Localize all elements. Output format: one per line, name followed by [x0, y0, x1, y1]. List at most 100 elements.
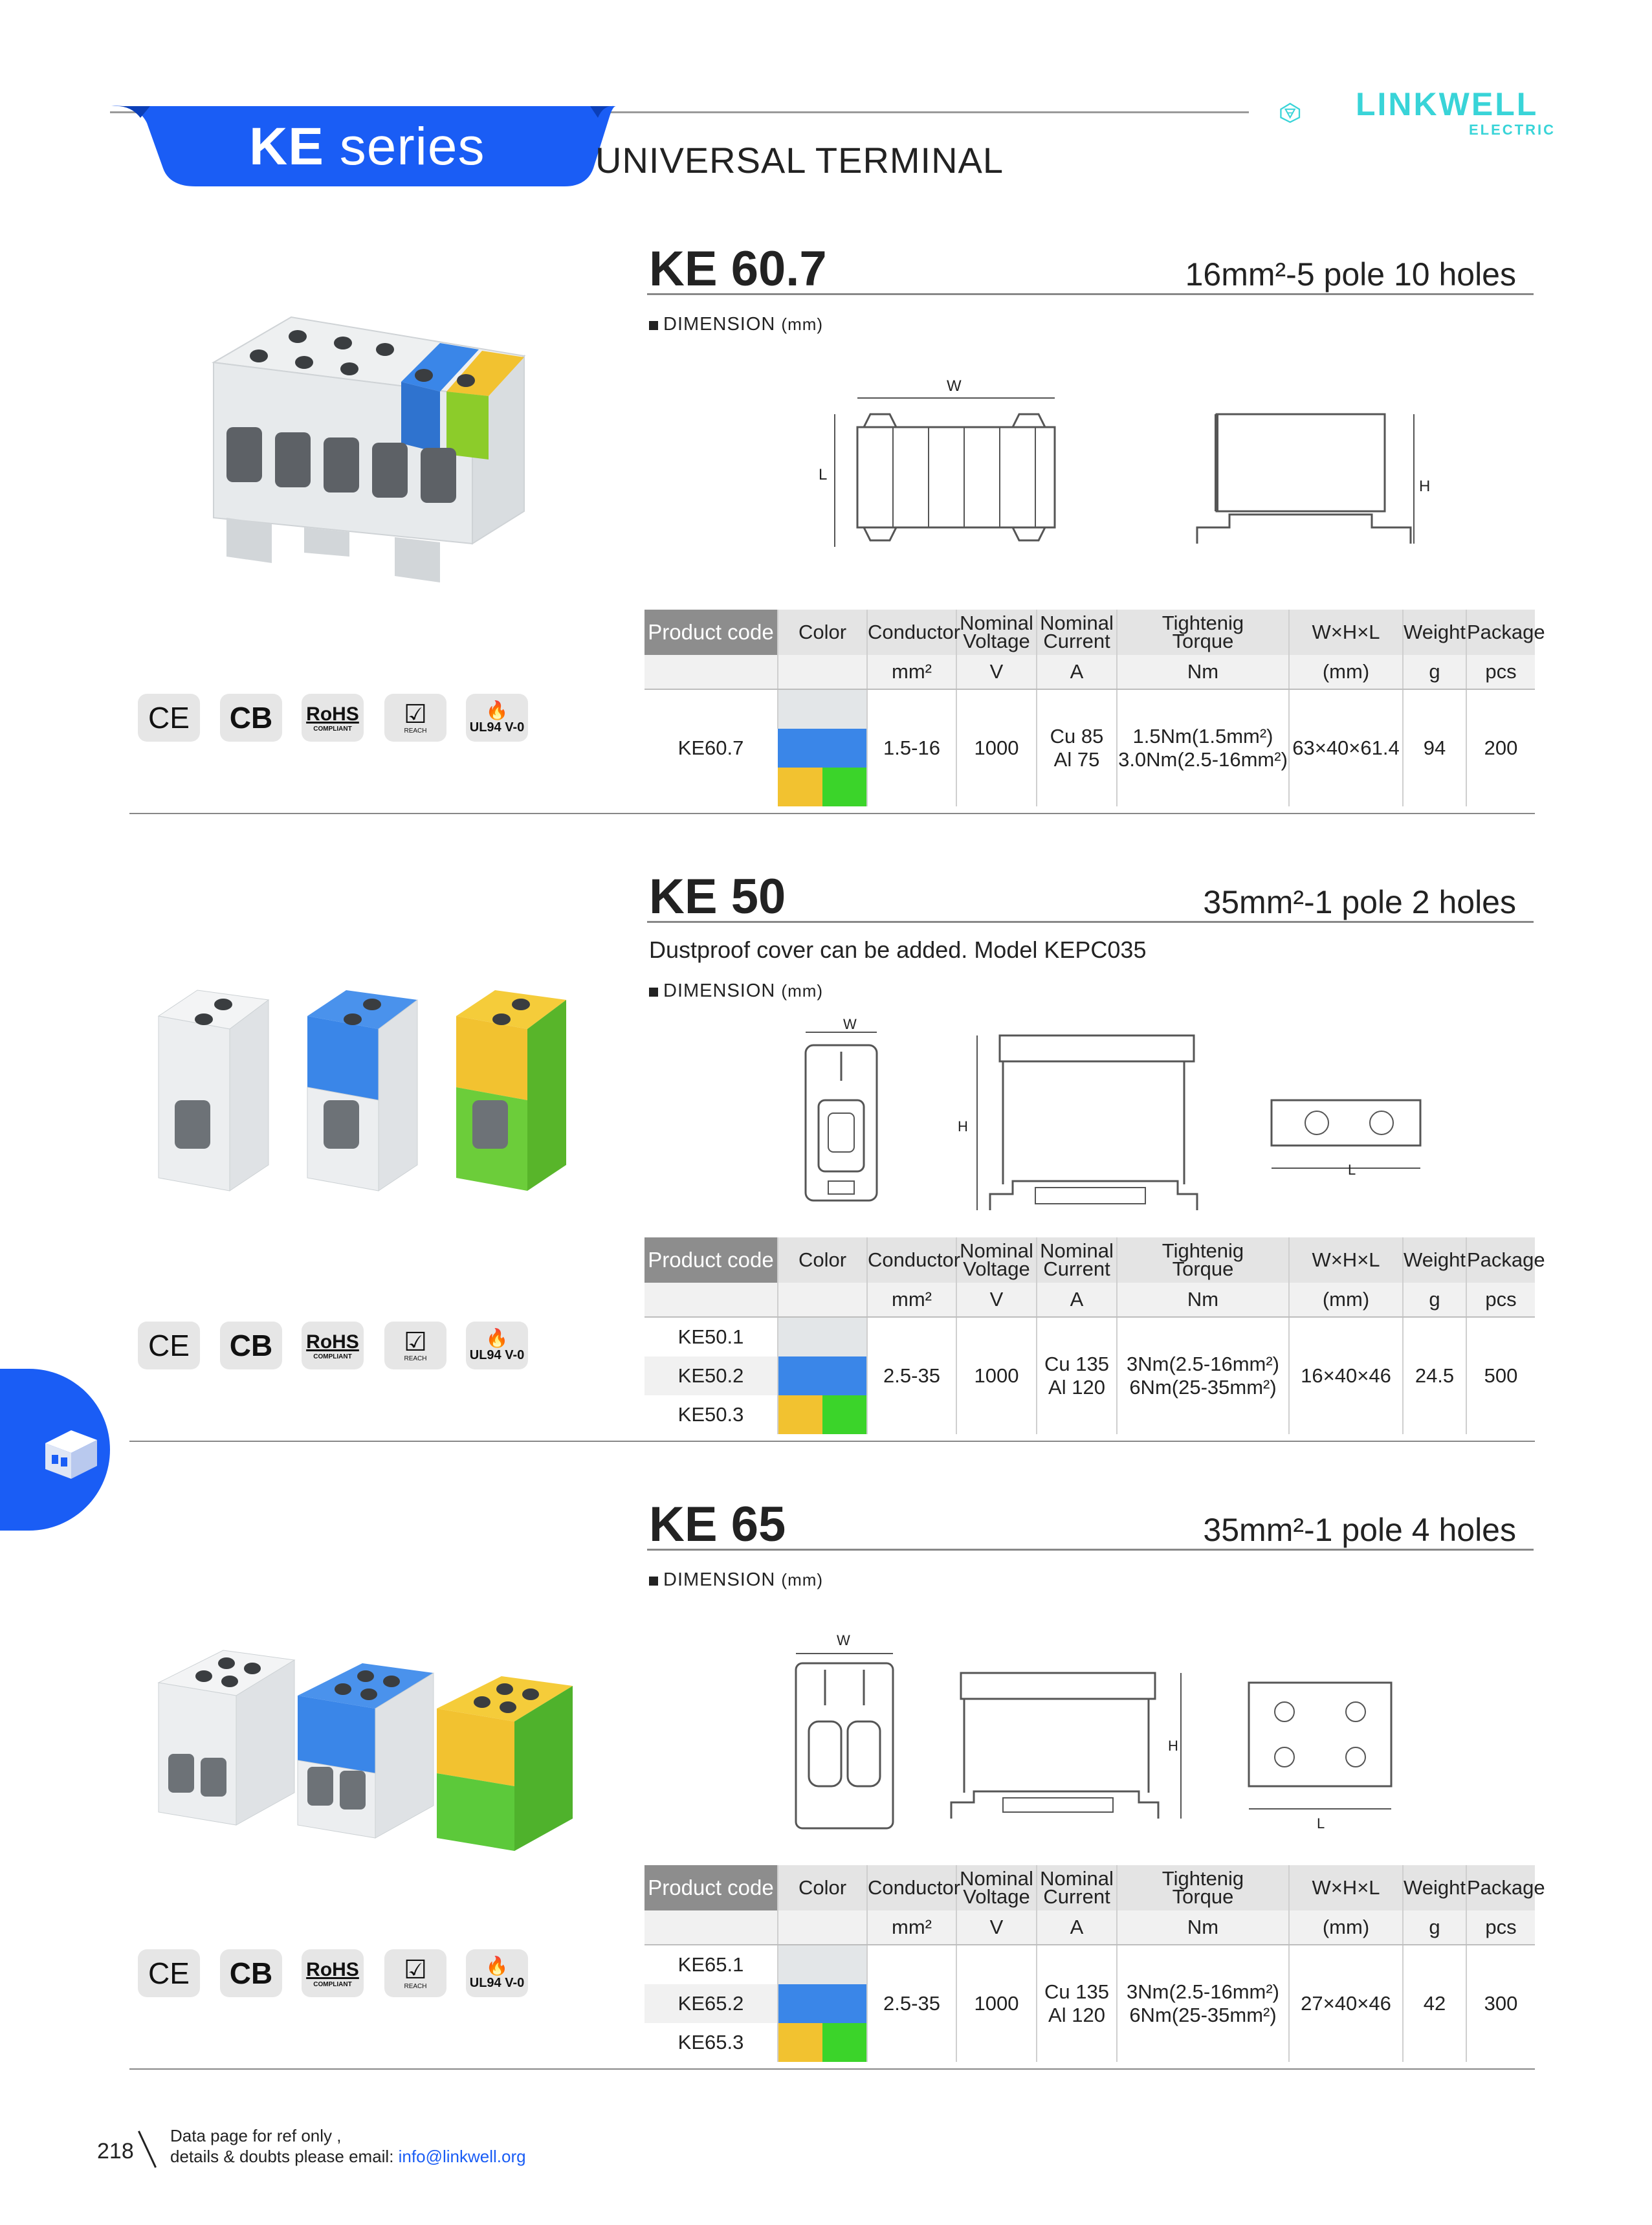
ke50-product-photo [157, 990, 566, 1191]
footer-note: Data page for ref only , details & doubt… [170, 2126, 526, 2166]
unit-voltage: V [956, 1910, 1037, 1945]
ce-badge: CE [138, 1322, 200, 1369]
ce-badge: CE [138, 694, 200, 742]
conductor-cell: 2.5-35 [866, 1317, 956, 1434]
torque-cell: 1.5Nm(1.5mm²)3.0Nm(2.5-16mm²) [1116, 689, 1289, 806]
unit-conductor: mm² [866, 1283, 956, 1318]
bullet-square-icon [649, 988, 658, 997]
product-code-cell: KE65.1 [677, 1953, 744, 1976]
footer-divider [138, 2131, 157, 2168]
color-swatch-yellow-green [778, 768, 867, 806]
ke607-spec: 16mm²-5 pole 10 holes [1185, 256, 1516, 293]
brand-name: LINKWELL [1356, 86, 1539, 122]
unit-dims: (mm) [1288, 1283, 1403, 1318]
unit-current: A [1036, 655, 1117, 690]
bullet-square-icon [649, 1577, 658, 1586]
flame-icon: 🔥 [485, 1955, 509, 1976]
ke50-label-h: H [958, 1118, 968, 1135]
header-package: Package [1466, 1237, 1545, 1283]
ke50-dimension-drawing-top [1270, 1099, 1422, 1169]
unit-torque: Nm [1116, 655, 1289, 690]
ul94-badge: 🔥UL94 V-0 [466, 1949, 528, 1997]
color-swatch-grey [777, 689, 867, 729]
cb-badge: CB [220, 694, 282, 742]
series-title: KE series [249, 117, 485, 176]
header-package: Package [1466, 1865, 1545, 1910]
ke50-label-l: L [1348, 1162, 1356, 1178]
page-number: 218 [97, 2139, 134, 2164]
ke65-label-l: L [1317, 1815, 1325, 1832]
conductor-cell: 1.5-16 [866, 689, 956, 806]
unit-current: A [1036, 1910, 1117, 1945]
series-tab [111, 105, 616, 186]
unit-weight: g [1402, 1910, 1466, 1945]
dims-cell: 16×40×46 [1288, 1317, 1403, 1434]
ke65-dimension-drawing-front [795, 1653, 894, 1830]
unit-voltage: V [956, 1283, 1037, 1318]
unit-torque: Nm [1116, 1910, 1289, 1945]
product-code-cell: KE60.7 [677, 736, 744, 759]
header-color: Color [777, 610, 867, 655]
header-conductor: Conductor [866, 1865, 960, 1910]
voltage-cell: 1000 [956, 1317, 1037, 1434]
ke50-spec: 35mm²-1 pole 2 holes [1203, 884, 1516, 920]
ke607-product-photo [211, 316, 526, 582]
unit-conductor: mm² [866, 655, 956, 690]
header-conductor: Conductor [866, 1237, 960, 1283]
page-subtitle: UNIVERSAL TERMINAL [595, 140, 1004, 181]
ke65-label-h: H [1168, 1738, 1178, 1754]
reach-badge: ☑REACH [384, 694, 446, 742]
ke607-model-title: KE 60.7 [649, 241, 827, 296]
check-icon: ☑ [404, 1327, 427, 1356]
color-swatch-grey [777, 1317, 867, 1356]
color-swatch-blue [777, 1356, 867, 1395]
package-cell: 500 [1466, 1317, 1535, 1434]
ke607-title-rule [647, 293, 1534, 295]
product-code-cell: KE50.3 [677, 1403, 744, 1426]
weight-cell: 24.5 [1402, 1317, 1466, 1434]
ke65-label-w: W [837, 1632, 850, 1648]
voltage-cell: 1000 [956, 1945, 1037, 2062]
table-row: KE50.2 [644, 1356, 1535, 1395]
ke65-dimension-drawing-top [1248, 1681, 1393, 1810]
header-conductor: Conductor [866, 610, 960, 655]
ke65-spec: 35mm²-1 pole 4 holes [1203, 1512, 1516, 1548]
header-product-code: Product code [644, 610, 778, 655]
unit-conductor: mm² [866, 1910, 956, 1945]
color-swatch-grey [777, 1945, 867, 1984]
brand-subtitle: ELECTRIC [1469, 122, 1556, 138]
header-weight: Weight [1402, 610, 1466, 655]
reach-badge: ☑REACH [384, 1322, 446, 1369]
unit-weight: g [1402, 655, 1466, 690]
ke607-bottom-rule [129, 813, 1535, 814]
unit-voltage: V [956, 655, 1037, 690]
check-icon: ☑ [404, 1955, 427, 1984]
product-code-cell: KE65.2 [644, 1984, 778, 2023]
check-icon: ☑ [404, 700, 427, 729]
ke65-model-title: KE 65 [649, 1497, 786, 1552]
flame-icon: 🔥 [485, 700, 509, 720]
header-weight: Weight [1402, 1237, 1466, 1283]
conductor-cell: 2.5-35 [866, 1945, 956, 2062]
ke607-label-w: W [947, 377, 962, 395]
color-swatch-blue [778, 729, 867, 768]
color-swatch-yellow-green [777, 1395, 867, 1434]
bullet-square-icon [649, 321, 658, 330]
header-package: Package [1466, 610, 1545, 655]
email-link[interactable]: info@linkwell.org [398, 2147, 526, 2166]
ke607-dimension-drawing-side [1196, 413, 1415, 544]
unit-package: pcs [1466, 1910, 1535, 1945]
weight-cell: 42 [1402, 1945, 1466, 2062]
product-code-cell: KE50.2 [644, 1356, 778, 1395]
